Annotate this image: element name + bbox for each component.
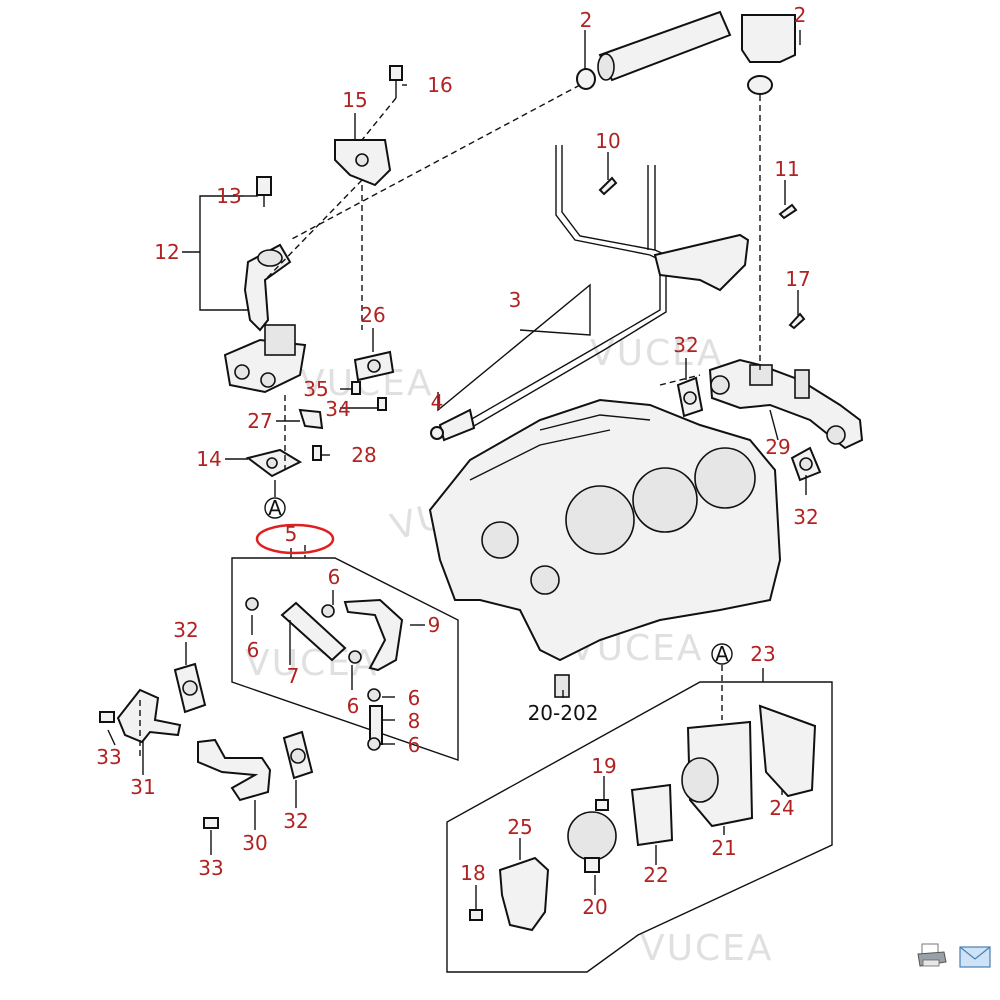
callout-7: 7 (287, 664, 300, 688)
callout-22: 22 (643, 863, 668, 887)
gasket-part-32 (676, 376, 704, 418)
watermark: VUCEA (640, 928, 774, 969)
watermark: VUCEA (590, 333, 724, 374)
callout-25: 25 (507, 815, 532, 839)
callout-8: 8 (408, 709, 421, 733)
cylinder-block (428, 398, 782, 698)
callout-31: 31 (130, 775, 155, 799)
printer-icon[interactable] (914, 942, 950, 970)
callout-33: 33 (198, 856, 223, 880)
callout-6: 6 (408, 733, 421, 757)
bracket-part-15 (334, 139, 392, 187)
callout-14: 14 (196, 447, 221, 471)
bolt-part-10 (598, 176, 618, 196)
water-pipe-part-30 (197, 738, 272, 802)
reference-marker-a: A (264, 496, 286, 520)
callout-23: 23 (750, 642, 775, 666)
bolt-part-28 (312, 445, 322, 461)
gasket-part-32 (282, 730, 314, 780)
callout-16: 16 (427, 73, 452, 97)
callout-35: 35 (303, 377, 328, 401)
callout-2: 2 (794, 3, 807, 27)
gasket-part-32 (173, 662, 207, 714)
hose-kit-part-5 (231, 523, 459, 761)
callout-19: 19 (591, 754, 616, 778)
reference-marker-a: A (711, 642, 733, 666)
thermostat-kit-part-23 (446, 668, 833, 973)
water-outlet-part-31 (116, 688, 182, 744)
gasket-part-32 (790, 446, 822, 482)
callout-17: 17 (785, 267, 810, 291)
callout-32: 32 (793, 505, 818, 529)
reference-marker-label: A (715, 642, 729, 666)
callout-6: 6 (328, 565, 341, 589)
callout-26: 26 (360, 303, 385, 327)
callout-6: 6 (347, 694, 360, 718)
callout-4: 4 (431, 390, 444, 414)
callout-30: 30 (242, 831, 267, 855)
watermark: VUCEA (245, 643, 379, 684)
highlight-ring (255, 523, 335, 555)
callout-11: 11 (774, 157, 799, 181)
bolt-part-33 (203, 817, 219, 829)
callout-12: 12 (154, 240, 179, 264)
callout-27: 27 (247, 409, 272, 433)
bolt-part-17 (788, 312, 806, 330)
bolt-part-34 (377, 397, 387, 411)
callout-13: 13 (216, 184, 241, 208)
heater-pipe-part-3 (430, 145, 750, 442)
callout-28: 28 (351, 443, 376, 467)
callout-20: 20 (582, 895, 607, 919)
bolt-part-16 (389, 65, 403, 98)
water-pipe-part-12 (223, 243, 307, 394)
callout-18: 18 (460, 861, 485, 885)
callout-29: 29 (765, 435, 790, 459)
callout-5: 5 (285, 522, 298, 546)
bolt-part-11 (778, 203, 798, 220)
reference-marker-label: A (268, 496, 282, 520)
bolt-part-35 (351, 381, 361, 395)
callout-34: 34 (325, 397, 350, 421)
callout-15: 15 (342, 88, 367, 112)
water-outlet-part-2 (741, 14, 796, 95)
callout-10: 10 (595, 129, 620, 153)
callout-9: 9 (428, 613, 441, 637)
watermarks: VUCEA VUCEA VUCEA VUCEA VUCEA VUCEA (245, 333, 774, 969)
callout-21: 21 (711, 836, 736, 860)
callout-33: 33 (96, 745, 121, 769)
callout-2: 2 (580, 8, 593, 32)
callout-6: 6 (408, 686, 421, 710)
bracket-part-27 (298, 408, 324, 430)
callout-32: 32 (673, 333, 698, 357)
water-pipe-part-2 (576, 10, 732, 90)
reference-label: 20-202 (528, 701, 599, 725)
callout-3: 3 (509, 288, 522, 312)
callout-24: 24 (769, 796, 794, 820)
gasket-part-26 (353, 350, 395, 382)
leader-lines (107, 30, 807, 910)
bolt-part-33 (99, 711, 115, 723)
callout-6: 6 (247, 638, 260, 662)
gasket-part-14 (245, 448, 303, 478)
callout-32: 32 (173, 618, 198, 642)
sensor-part-13 (256, 176, 272, 207)
callout-32: 32 (283, 809, 308, 833)
callout-labels: 2 2 3 4 5 6 6 6 6 6 7 8 9 10 11 12 13 14… (96, 3, 818, 919)
envelope-icon[interactable] (958, 944, 992, 970)
